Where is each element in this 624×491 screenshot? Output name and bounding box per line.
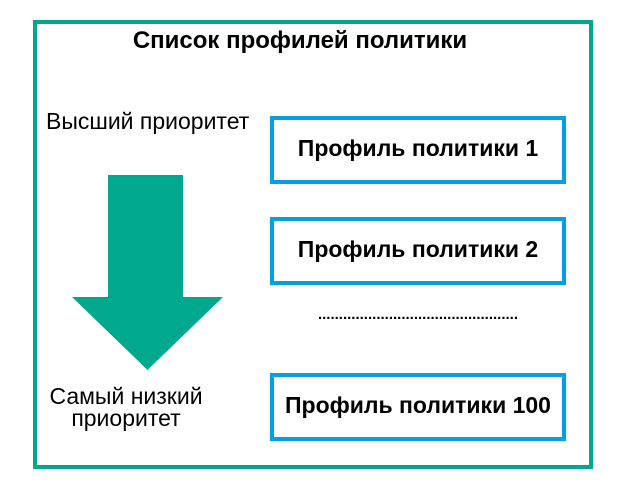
diagram-title: Список профилей политики [132,27,468,54]
lowest-priority-label: Самый низкий приоритет [49,383,203,431]
policy-profile-box-1-label: Профиль политики 1 [297,134,539,161]
policy-profile-box-2: Профиль политики 2 [270,217,566,285]
policy-profile-box-100-label: Профиль политики 100 [285,391,551,418]
policy-profile-box-2-label: Профиль политики 2 [297,235,539,262]
ellipsis-dots: ........................................… [317,306,519,323]
priority-down-arrow-icon [72,175,223,370]
highest-priority-label: Высший приоритет [46,108,250,134]
policy-profile-box-100: Профиль политики 100 [270,373,566,441]
policy-profile-box-1: Профиль политики 1 [270,116,566,184]
